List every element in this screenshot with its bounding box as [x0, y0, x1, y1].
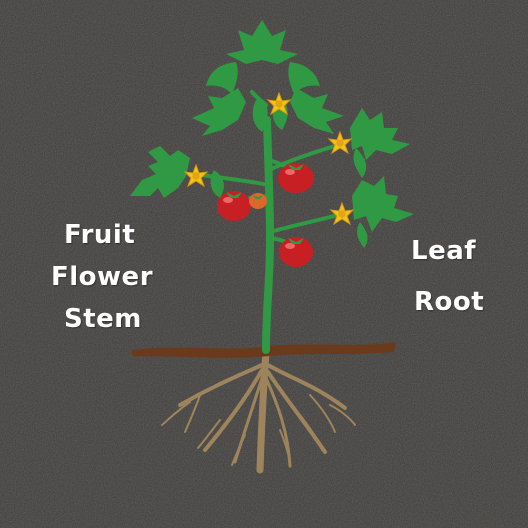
label-root: Root [414, 287, 485, 317]
tomato-small-unripe [249, 193, 267, 209]
flower-centers [193, 101, 345, 217]
tomato-lower-right [279, 237, 313, 267]
label-stem: Stem [64, 304, 142, 334]
tomato-left [217, 191, 251, 221]
leaves [130, 20, 414, 248]
label-fruit: Fruit [64, 220, 136, 250]
roots [161, 348, 356, 474]
label-flower: Flower [51, 262, 154, 292]
label-leaf: Leaf [411, 236, 477, 266]
stem [262, 116, 275, 354]
tomato-upper-right [278, 163, 314, 193]
fruits [217, 163, 314, 267]
